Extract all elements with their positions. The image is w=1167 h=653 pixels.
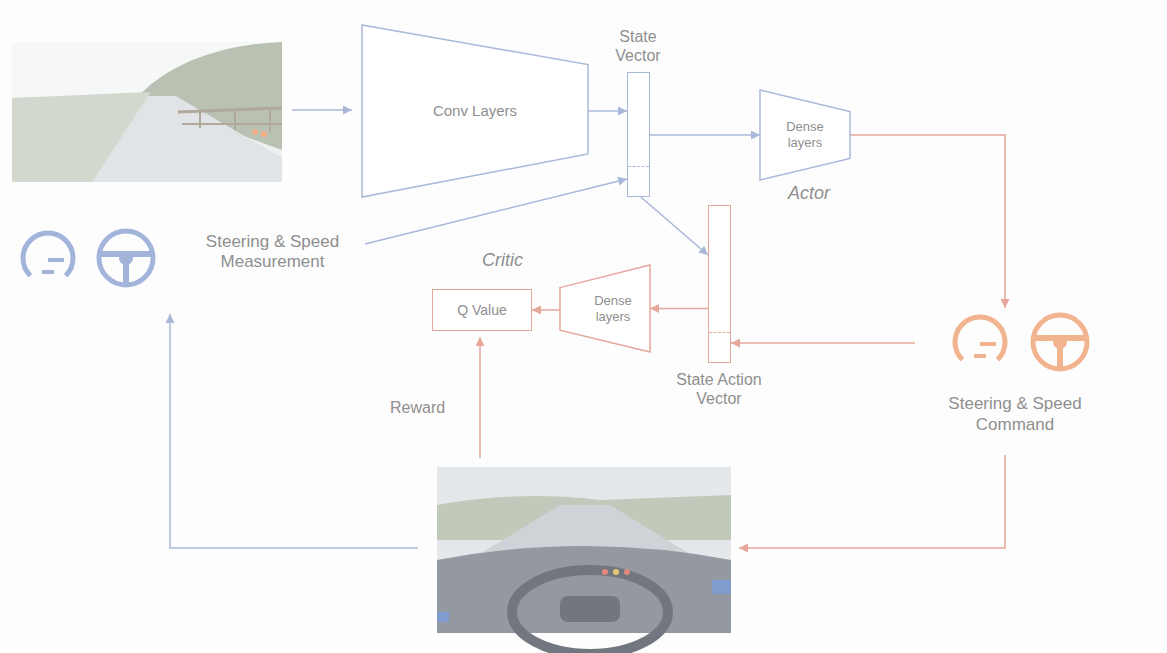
node-text: Steering & Speed Command — [918, 394, 1113, 435]
state-vector-bar: State Vector — [627, 72, 650, 197]
command-to-car — [739, 455, 1005, 548]
connector-arrow — [532, 309, 560, 311]
connector-arrow — [588, 110, 627, 112]
vector-divider — [628, 166, 649, 167]
node-text: Dense layers — [776, 119, 834, 150]
command-icons — [955, 315, 1087, 369]
actor-label: Actor — [788, 183, 830, 204]
car-to-measurement — [170, 314, 418, 548]
node-text: Conv Layers — [400, 102, 550, 120]
q-value-box: Q Value — [432, 289, 532, 331]
road-image — [12, 42, 282, 182]
node-text: State Vector — [603, 27, 673, 65]
connector-arrow — [850, 135, 1005, 308]
node-text: State Action Vector — [659, 370, 779, 408]
connector-arrow — [731, 342, 915, 344]
connector-arrow — [650, 134, 760, 136]
car-image — [437, 467, 731, 653]
critic-dense-trapezoid: Dense layers — [560, 265, 650, 352]
measurement-icons — [23, 231, 153, 285]
command-label: Steering & Speed Command — [915, 308, 1115, 435]
node-text: Dense layers — [584, 293, 642, 324]
critic-label: Critic — [482, 250, 523, 271]
node-text: Q Value — [437, 302, 527, 319]
reward-arrow — [479, 337, 481, 458]
image-arrow — [292, 109, 352, 111]
vector-divider — [709, 332, 730, 333]
connector-arrow — [650, 308, 708, 310]
actor-dense-trapezoid: Dense layers — [760, 90, 850, 180]
node-text: Steering & Speed Measurement — [180, 232, 365, 273]
connector-arrow — [641, 197, 708, 255]
conv-layers-trapezoid: Conv Layers — [362, 25, 588, 197]
state-action-vector-bar: State Action Vector — [708, 205, 731, 363]
measurement-label: Steering & Speed Measurement — [15, 222, 365, 282]
reward-label: Reward — [390, 399, 445, 417]
